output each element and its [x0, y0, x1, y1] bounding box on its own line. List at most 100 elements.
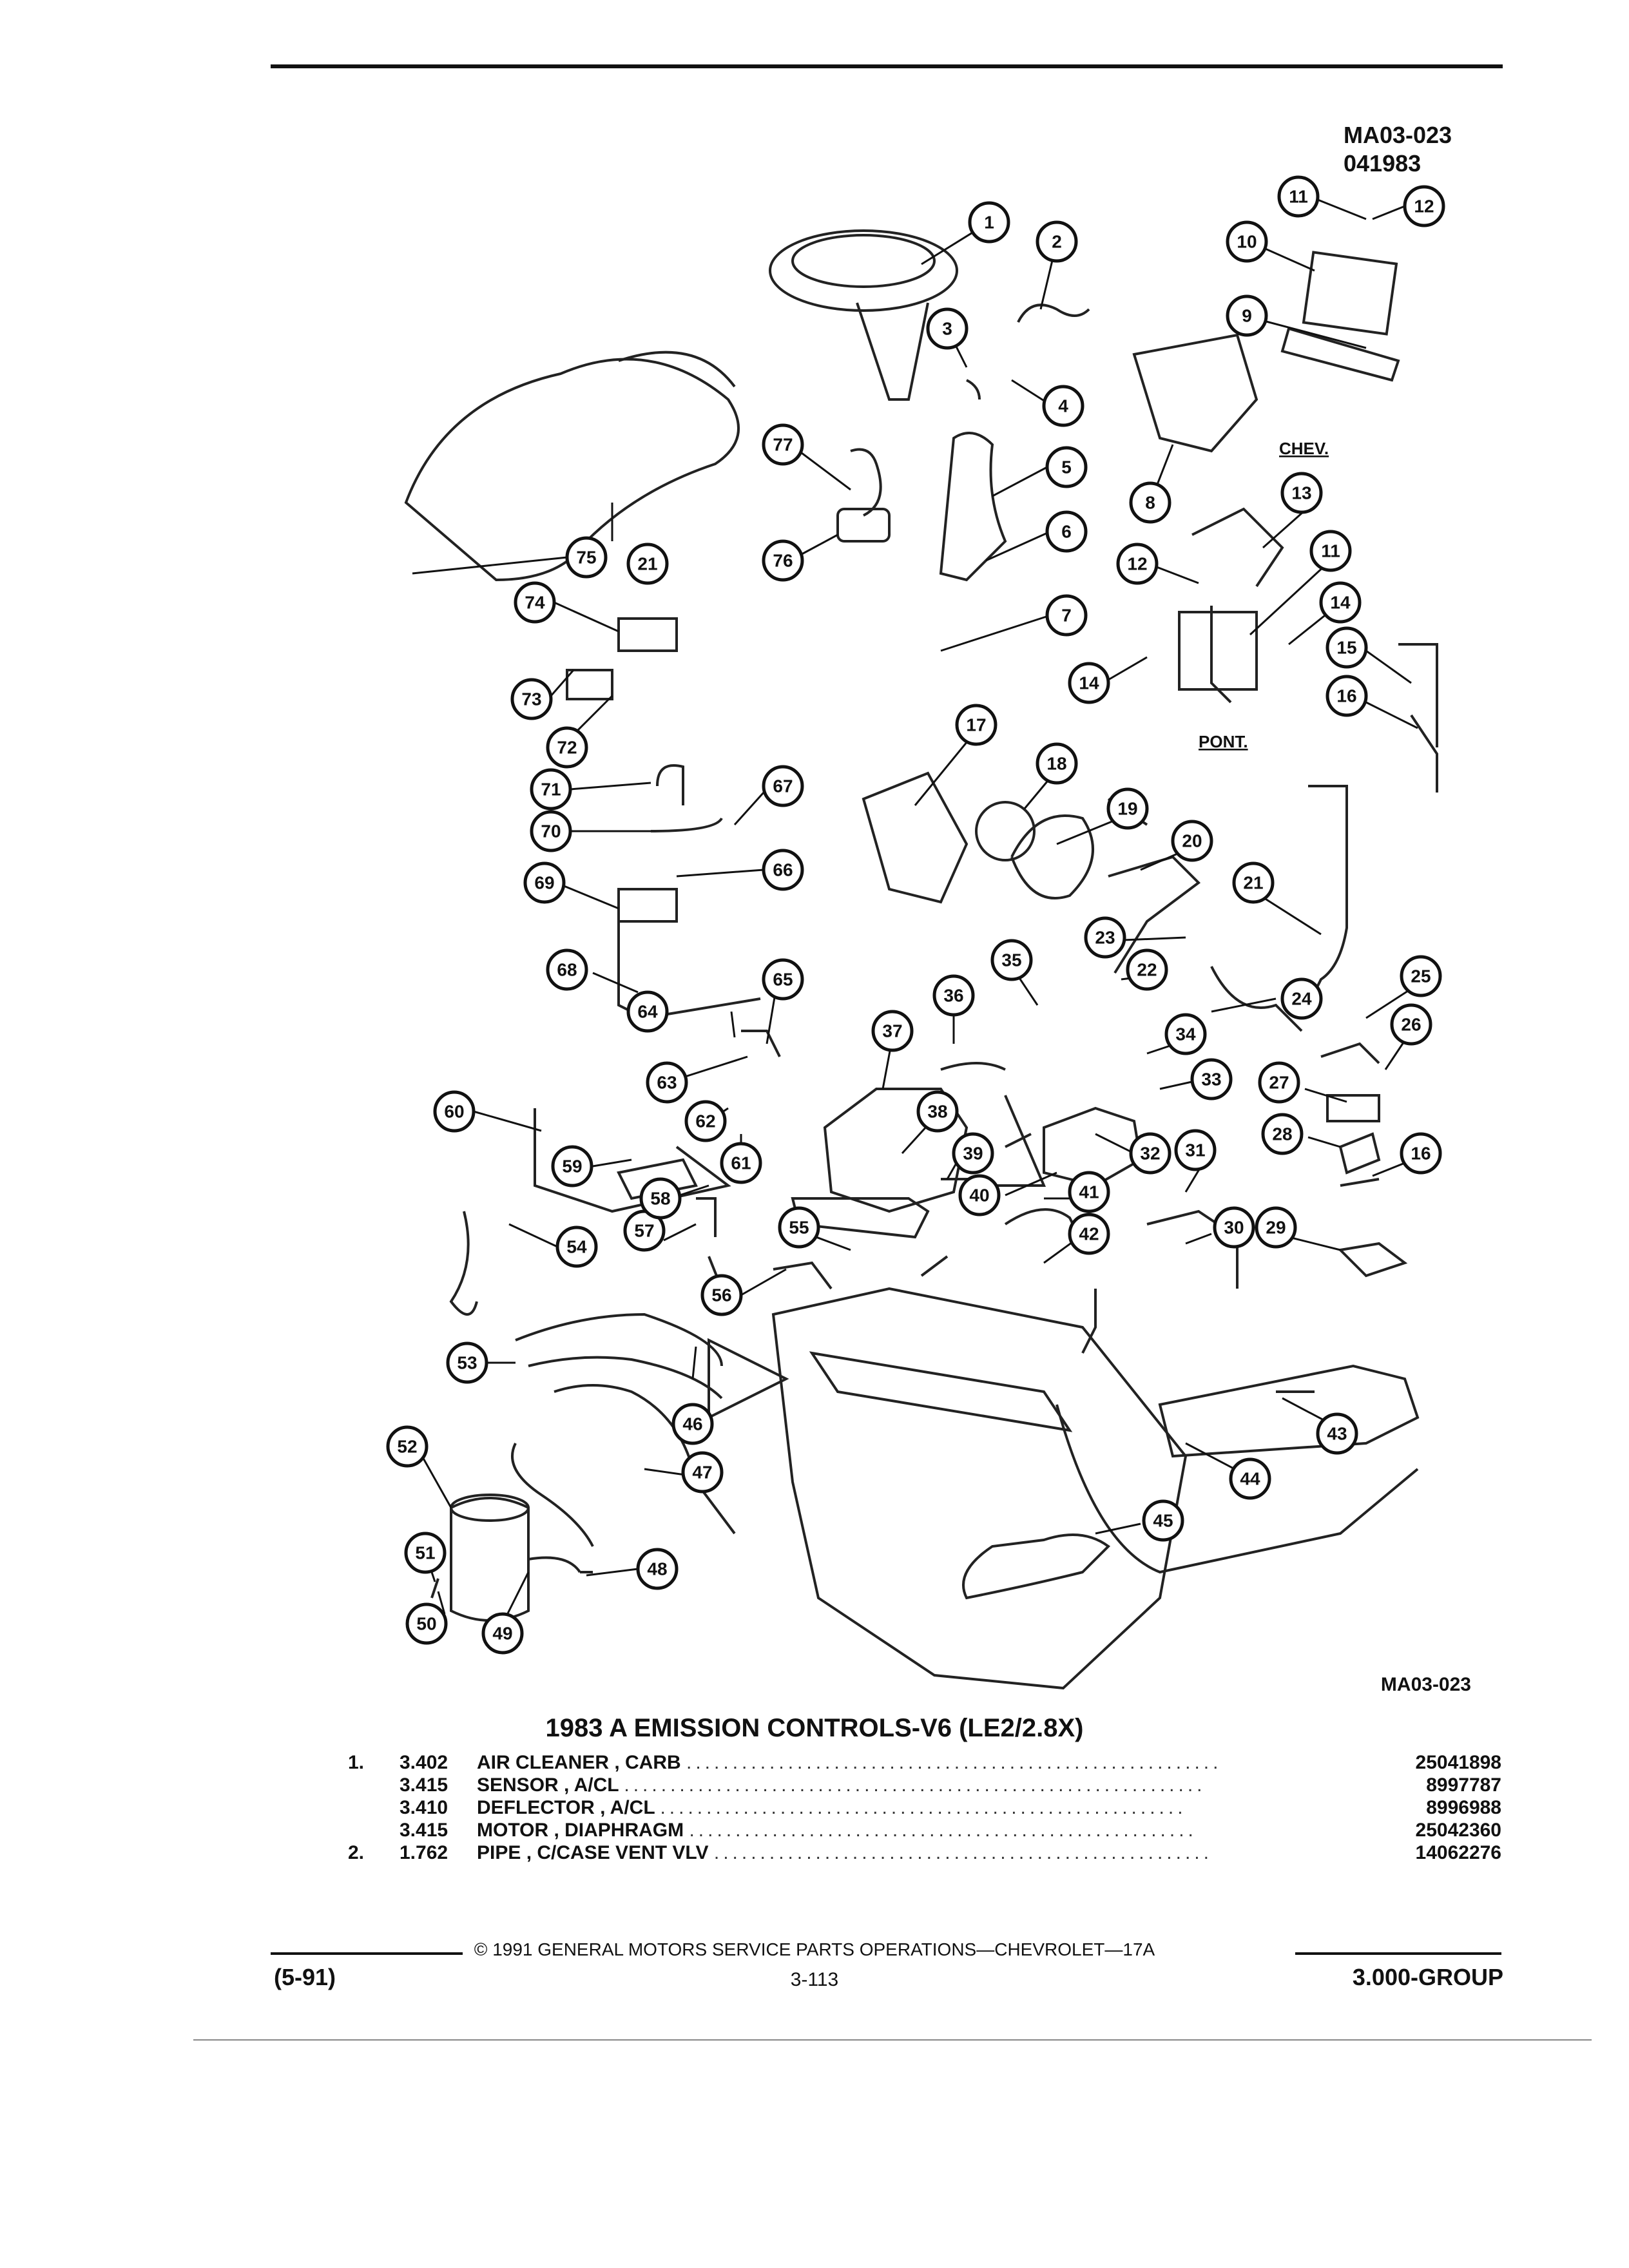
svg-text:24: 24 — [1291, 989, 1312, 1009]
svg-text:34: 34 — [1175, 1024, 1196, 1044]
svg-text:14: 14 — [1330, 593, 1351, 613]
svg-text:12: 12 — [1127, 554, 1147, 574]
group-code: 3.415 — [400, 1774, 448, 1796]
svg-text:44: 44 — [1240, 1469, 1260, 1489]
svg-text:33: 33 — [1201, 1070, 1221, 1090]
callout-71: 71 — [530, 768, 572, 811]
callout-43: 43 — [1316, 1412, 1358, 1455]
svg-text:16: 16 — [1411, 1144, 1431, 1164]
svg-text:11: 11 — [1321, 541, 1340, 561]
svg-text:9: 9 — [1242, 306, 1252, 326]
svg-text:72: 72 — [557, 738, 577, 758]
svg-text:20: 20 — [1182, 831, 1202, 851]
callout-28: 28 — [1261, 1113, 1304, 1155]
svg-text:71: 71 — [541, 780, 561, 800]
svg-text:67: 67 — [773, 776, 793, 796]
callout-72: 72 — [546, 726, 588, 769]
svg-text:2: 2 — [1052, 232, 1062, 252]
part-description: SENSOR , A/CL — [477, 1774, 619, 1796]
top-rule — [271, 64, 1503, 68]
revision-date: (5-91) — [274, 1964, 336, 1990]
callout-33: 33 — [1190, 1058, 1233, 1100]
item-number — [348, 1774, 400, 1796]
item-number — [348, 1819, 400, 1841]
callout-25: 25 — [1400, 955, 1442, 997]
callout-24: 24 — [1280, 977, 1323, 1020]
callout-21: 21 — [1232, 861, 1275, 904]
callout-76: 76 — [762, 539, 804, 582]
svg-text:23: 23 — [1095, 928, 1115, 948]
svg-text:54: 54 — [566, 1237, 587, 1257]
callout-21b: 21 — [626, 543, 669, 585]
leader-dots: ........................................… — [624, 1774, 1206, 1796]
callout-23: 23 — [1084, 916, 1126, 959]
svg-text:37: 37 — [882, 1021, 902, 1041]
group-code: 3.410 — [400, 1797, 448, 1818]
svg-text:74: 74 — [525, 593, 545, 613]
callout-29: 29 — [1255, 1206, 1297, 1249]
svg-text:6: 6 — [1061, 522, 1072, 542]
callout-37: 37 — [871, 1010, 914, 1052]
svg-text:77: 77 — [773, 435, 793, 455]
footer-rule-right — [1295, 1952, 1501, 1955]
callout-15: 15 — [1325, 626, 1368, 669]
callout-14: 14 — [1319, 581, 1362, 624]
svg-text:7: 7 — [1061, 606, 1072, 626]
svg-text:41: 41 — [1079, 1182, 1099, 1202]
svg-text:70: 70 — [541, 822, 561, 841]
pont-label: PONT. — [1199, 732, 1248, 751]
callout-74: 74 — [514, 581, 556, 624]
svg-text:56: 56 — [711, 1285, 731, 1305]
svg-text:27: 27 — [1269, 1073, 1289, 1093]
callout-75: 75 — [565, 536, 608, 579]
svg-text:21: 21 — [1243, 873, 1263, 893]
callout-56: 56 — [700, 1274, 743, 1316]
callout-31: 31 — [1174, 1129, 1217, 1171]
footer-rule-left — [271, 1952, 490, 1955]
svg-text:47: 47 — [692, 1463, 712, 1483]
svg-text:15: 15 — [1336, 638, 1356, 658]
table-row: 3.415 MOTOR , DIAPHRAGM ................… — [348, 1819, 1501, 1841]
group-code: 3.415 — [400, 1820, 448, 1841]
svg-text:48: 48 — [647, 1559, 667, 1579]
svg-text:22: 22 — [1137, 960, 1157, 980]
callout-16: 16 — [1325, 675, 1368, 717]
callout-7: 7 — [1045, 594, 1088, 637]
callout-38: 38 — [916, 1090, 959, 1133]
svg-text:73: 73 — [521, 689, 541, 709]
callout-47: 47 — [681, 1451, 724, 1494]
callout-22: 22 — [1126, 948, 1168, 991]
callout-27: 27 — [1258, 1061, 1300, 1104]
callout-54: 54 — [555, 1225, 598, 1268]
svg-text:29: 29 — [1266, 1218, 1286, 1238]
callout-40: 40 — [958, 1174, 1001, 1216]
callout-58: 58 — [639, 1177, 682, 1220]
svg-text:11: 11 — [1289, 187, 1308, 207]
svg-text:61: 61 — [731, 1153, 751, 1173]
part-number: 25041898 — [1415, 1752, 1501, 1773]
parts-table: 1. 3.402 AIR CLEANER , CARB ............… — [348, 1751, 1501, 1864]
svg-text:3: 3 — [942, 319, 952, 339]
header-date-code: 041983 — [1344, 150, 1422, 177]
svg-text:25: 25 — [1411, 966, 1431, 986]
table-row: 3.415 SENSOR , A/CL ....................… — [348, 1774, 1501, 1796]
page-number: 3-113 — [790, 1969, 839, 1990]
svg-text:16: 16 — [1336, 686, 1356, 706]
figure-code: MA03-023 — [1380, 1674, 1471, 1695]
svg-text:64: 64 — [637, 1002, 658, 1022]
svg-text:69: 69 — [534, 873, 554, 893]
svg-text:51: 51 — [415, 1543, 435, 1563]
callout-36: 36 — [932, 974, 975, 1017]
part-number: 8996988 — [1426, 1797, 1501, 1818]
callout-12: 12 — [1403, 185, 1445, 227]
svg-text:4: 4 — [1058, 396, 1068, 416]
svg-text:57: 57 — [634, 1221, 654, 1241]
callout-12b: 12 — [1116, 543, 1159, 585]
callout-8: 8 — [1129, 481, 1171, 524]
group-label: 3.000-GROUP — [1352, 1964, 1503, 1990]
svg-text:50: 50 — [416, 1614, 436, 1634]
callout-64: 64 — [626, 990, 669, 1033]
callout-55: 55 — [778, 1206, 820, 1249]
svg-text:18: 18 — [1046, 754, 1066, 774]
